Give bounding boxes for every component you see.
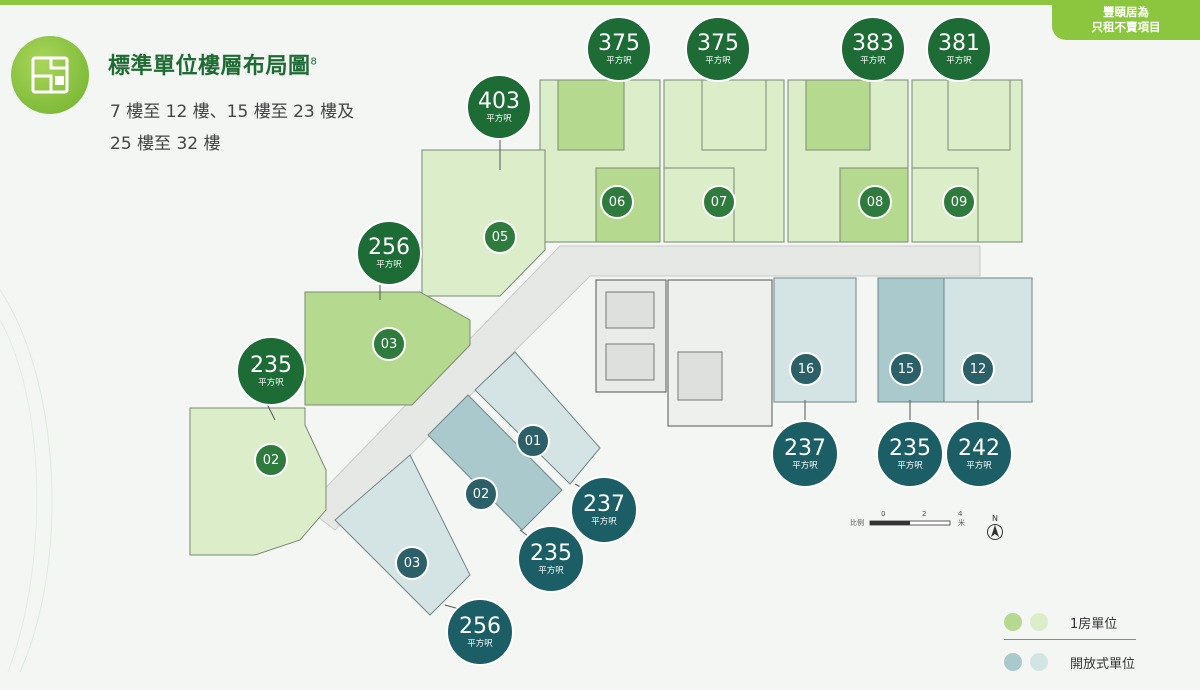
area-badge-10: 383 平方呎 [840, 16, 906, 82]
area-unit: 平方呎 [376, 259, 402, 270]
area-unit: 平方呎 [486, 113, 512, 124]
top-accent-bar [0, 0, 1200, 5]
unit-number-03[interactable]: 03 [395, 546, 429, 580]
floor-range-subtitle: 7 樓至 12 樓、15 樓至 23 樓及 25 樓至 32 樓 [110, 96, 354, 160]
legend: 1房單位 開放式單位 [1004, 610, 1136, 690]
legend-label-open-plan: 開放式單位 [1070, 656, 1136, 672]
area-badge-06: 256 平方呎 [356, 220, 422, 286]
area-value: 256 [368, 234, 410, 260]
unit-02-plan [427, 394, 563, 531]
unit-number-12[interactable]: 12 [961, 352, 995, 386]
rent-only-tag: 豐頤居為 只租不賣項目 [1052, 0, 1200, 40]
subtitle-line-2: 25 樓至 32 樓 [110, 134, 221, 154]
area-value: 237 [784, 435, 826, 461]
scale-label: 比例 [850, 519, 864, 527]
unit-12-plan [943, 277, 1033, 403]
legend-swatch-light-teal [1030, 653, 1048, 671]
area-badge-09: 375 平方呎 [685, 16, 751, 82]
lift-core [595, 279, 773, 427]
unit-number-10[interactable]: 08 [858, 185, 892, 219]
title-footnote: 8 [310, 56, 318, 68]
unit-number-05[interactable]: 02 [254, 443, 288, 477]
area-badge-08: 375 平方呎 [586, 16, 652, 82]
unit-number-08[interactable]: 06 [600, 185, 634, 219]
unit-number-07[interactable]: 05 [483, 220, 517, 254]
unit-number-01[interactable]: 01 [516, 424, 550, 458]
area-unit: 平方呎 [258, 377, 284, 388]
page-title-text: 標準單位樓層布局圖 [108, 54, 311, 79]
area-unit: 平方呎 [538, 565, 564, 576]
decor-curve [0, 319, 38, 672]
unit-03-plan [334, 454, 471, 616]
area-unit: 平方呎 [897, 460, 923, 471]
area-value: 383 [852, 30, 894, 56]
area-badge-12: 242 平方呎 [945, 420, 1013, 488]
floorplan-icon [11, 36, 89, 114]
area-badge-05: 235 平方呎 [236, 336, 306, 406]
area-unit: 平方呎 [792, 460, 818, 471]
unit-01-plan [474, 351, 601, 485]
area-value: 242 [958, 435, 1000, 461]
area-value: 375 [598, 30, 640, 56]
area-unit: 平方呎 [946, 55, 972, 66]
scale-tick-2: 2 [922, 510, 927, 518]
legend-one-bedroom: 1房單位 [1004, 610, 1135, 634]
unit-number-16[interactable]: 16 [789, 352, 823, 386]
area-unit: 平方呎 [860, 55, 886, 66]
unit-number-15[interactable]: 15 [889, 352, 923, 386]
decor-curve [0, 289, 53, 672]
compass-label: N [992, 514, 998, 523]
area-unit: 平方呎 [606, 55, 632, 66]
area-unit: 平方呎 [467, 638, 493, 649]
area-badge-03: 256 平方呎 [446, 598, 514, 666]
area-value: 381 [938, 30, 980, 56]
tag-line-1: 豐頤居為 [1103, 5, 1149, 19]
area-value: 403 [478, 88, 520, 114]
floor-plan [0, 60, 1033, 672]
area-value: 235 [250, 352, 292, 378]
unit-05-plan [189, 407, 327, 556]
unit-11-plan [911, 79, 1023, 243]
area-badge-11: 381 平方呎 [926, 16, 992, 82]
area-badge-01: 237 平方呎 [570, 476, 638, 544]
scale-tick-4: 4米 [958, 510, 965, 527]
unit-number-02-text: 02 [472, 486, 490, 502]
area-value: 375 [697, 30, 739, 56]
legend-label-one-bedroom: 1房單位 [1070, 616, 1118, 632]
unit-10-plan [787, 79, 909, 243]
north-arrow-icon: N [985, 514, 1005, 540]
area-unit: 平方呎 [591, 516, 617, 527]
area-value: 237 [583, 491, 625, 517]
legend-swatch-light-green [1030, 613, 1048, 631]
unit-08-plan [539, 79, 661, 243]
page-title: 標準單位樓層布局圖8 [108, 48, 317, 80]
scale-tick-0: 0 [881, 510, 886, 518]
scale-bar: 比例 0 2 4米 [850, 510, 965, 528]
area-value: 235 [530, 540, 572, 566]
area-badge-15: 235 平方呎 [876, 420, 944, 488]
legend-open-plan: 開放式單位 [1004, 650, 1135, 674]
unit-number-09[interactable]: 07 [702, 185, 736, 219]
unit-number-11[interactable]: 09 [942, 185, 976, 219]
unit-number-02[interactable]: 02 [464, 477, 498, 511]
subtitle-line-1: 7 樓至 12 樓、15 樓至 23 樓及 [110, 102, 355, 122]
unit-07-plan [421, 149, 546, 297]
area-badge-16: 237 平方呎 [771, 420, 839, 488]
legend-swatch-dark-teal [1004, 653, 1022, 671]
unit-number-06[interactable]: 03 [372, 327, 406, 361]
legend-divider [1004, 639, 1136, 640]
area-value: 256 [459, 613, 501, 639]
area-value: 235 [889, 435, 931, 461]
tag-line-2: 只租不賣項目 [1091, 20, 1161, 34]
area-unit: 平方呎 [966, 460, 992, 471]
unit-number-03-text: 03 [403, 555, 421, 571]
area-badge-02: 235 平方呎 [517, 525, 585, 593]
area-badge-07: 403 平方呎 [466, 74, 532, 140]
legend-swatch-dark-green [1004, 613, 1022, 631]
area-unit: 平方呎 [705, 55, 731, 66]
scale-bar-graphic [869, 520, 951, 526]
